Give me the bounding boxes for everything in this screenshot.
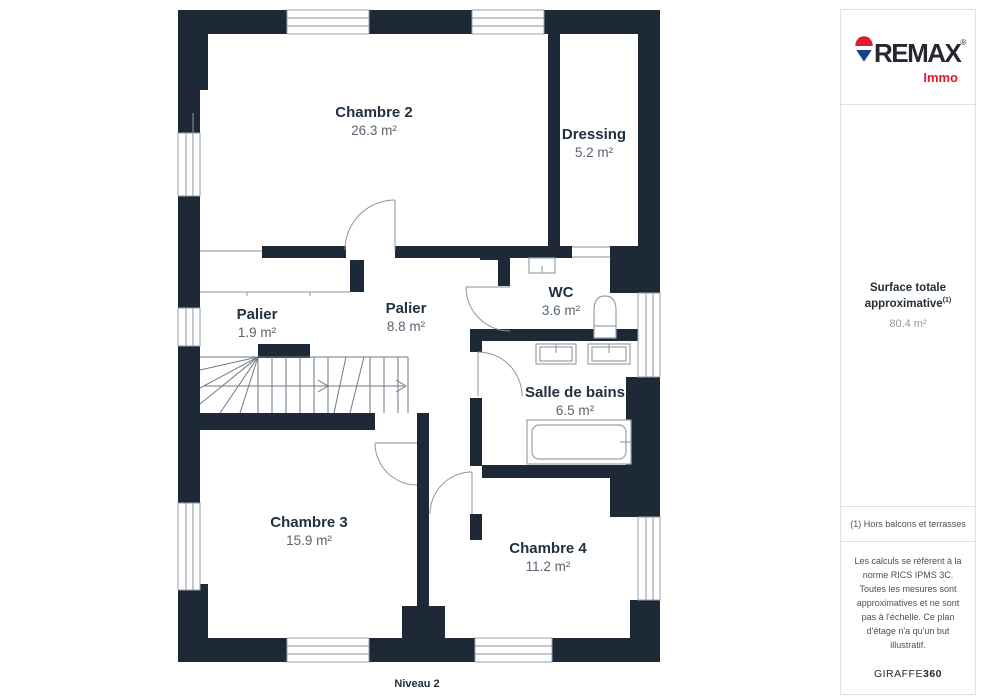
window-left-2 bbox=[177, 307, 201, 347]
surface-title: Surface totale approximative(1) bbox=[849, 281, 967, 312]
window-right-2 bbox=[637, 516, 661, 601]
room-label-dressing: Dressing bbox=[562, 126, 626, 143]
surface-footnote-marker: (1) bbox=[942, 296, 952, 304]
room-label-chambre2: Chambre 2 bbox=[335, 104, 413, 121]
footnote-text: (1) Hors balcons et terrasses bbox=[850, 519, 966, 530]
brand-sub-label: Immo bbox=[923, 70, 958, 85]
window-bottom-2 bbox=[474, 637, 553, 663]
brand-header: REMAX® Immo bbox=[841, 10, 975, 105]
giraffe-text: GIRAFFE bbox=[873, 667, 923, 680]
door-chambre2 bbox=[344, 199, 396, 251]
remax-wordmark: REMAX® bbox=[874, 38, 966, 69]
stair-arrow-2 bbox=[395, 379, 407, 393]
staircase bbox=[199, 356, 409, 414]
room-label-palier-grand: Palier bbox=[386, 300, 427, 317]
room-label-chambre3: Chambre 3 bbox=[270, 514, 348, 531]
surface-section: Surface totale approximative(1) 80.4 m² bbox=[841, 105, 975, 506]
registered-mark: ® bbox=[960, 38, 966, 47]
sink-icon-1 bbox=[535, 343, 577, 365]
room-label-salle-de-bains: Salle de bains bbox=[525, 384, 625, 401]
footnote-section: (1) Hors balcons et terrasses bbox=[841, 506, 975, 541]
window-left-1 bbox=[177, 132, 201, 197]
surface-title-text: Surface totale approximative bbox=[864, 281, 947, 310]
room-area-salle-de-bains: 6.5 m² bbox=[556, 403, 595, 418]
giraffe360-logo: GIRAFFE360 bbox=[850, 666, 966, 682]
opening-dressing bbox=[572, 246, 610, 258]
washbasin-icon bbox=[593, 295, 617, 339]
remax-text: REMAX bbox=[874, 38, 962, 68]
remax-balloon-icon bbox=[854, 35, 874, 64]
interior-walls bbox=[200, 34, 638, 606]
room-label-wc: WC bbox=[549, 284, 574, 301]
room-area-palier-petit: 1.9 m² bbox=[238, 325, 277, 340]
window-top-1 bbox=[286, 9, 370, 35]
surface-value: 80.4 m² bbox=[889, 318, 927, 331]
fixtures bbox=[526, 257, 632, 465]
legal-section: Les calculs se réfèrent à la norme RICS … bbox=[841, 541, 975, 694]
room-area-dressing: 5.2 m² bbox=[575, 145, 614, 160]
windows bbox=[177, 9, 661, 663]
room-area-wc: 3.6 m² bbox=[542, 303, 581, 318]
floor-edges bbox=[200, 250, 350, 296]
window-left-3 bbox=[177, 502, 201, 591]
room-label-palier-petit: Palier bbox=[237, 306, 278, 323]
room-area-chambre4: 11.2 m² bbox=[526, 559, 571, 574]
stair-arrow-1 bbox=[317, 379, 329, 393]
toilet-icon bbox=[528, 257, 556, 274]
window-bottom-1 bbox=[286, 637, 370, 663]
doors bbox=[344, 199, 523, 515]
window-right-1 bbox=[637, 292, 661, 378]
door-wc bbox=[465, 286, 511, 332]
legal-text: Les calculs se réfèrent à la norme RICS … bbox=[854, 556, 962, 650]
door-salle-de-bains bbox=[477, 351, 523, 397]
sink-icon-2 bbox=[587, 343, 631, 365]
level-label: Niveau 2 bbox=[394, 678, 439, 690]
room-area-chambre3: 15.9 m² bbox=[286, 533, 332, 548]
room-area-palier-grand: 8.8 m² bbox=[387, 319, 426, 334]
room-area-chambre2: 26.3 m² bbox=[351, 123, 397, 138]
door-chambre4 bbox=[429, 471, 473, 515]
bathtub-icon bbox=[526, 419, 632, 465]
info-panel: REMAX® Immo Surface totale approximative… bbox=[840, 9, 976, 695]
giraffe-360-text: 360 bbox=[922, 667, 943, 680]
room-label-chambre4: Chambre 4 bbox=[509, 540, 587, 557]
window-top-2 bbox=[471, 9, 545, 35]
door-chambre3 bbox=[374, 442, 418, 486]
room-labels: Chambre 2 26.3 m² Dressing 5.2 m² Palier… bbox=[237, 104, 627, 574]
